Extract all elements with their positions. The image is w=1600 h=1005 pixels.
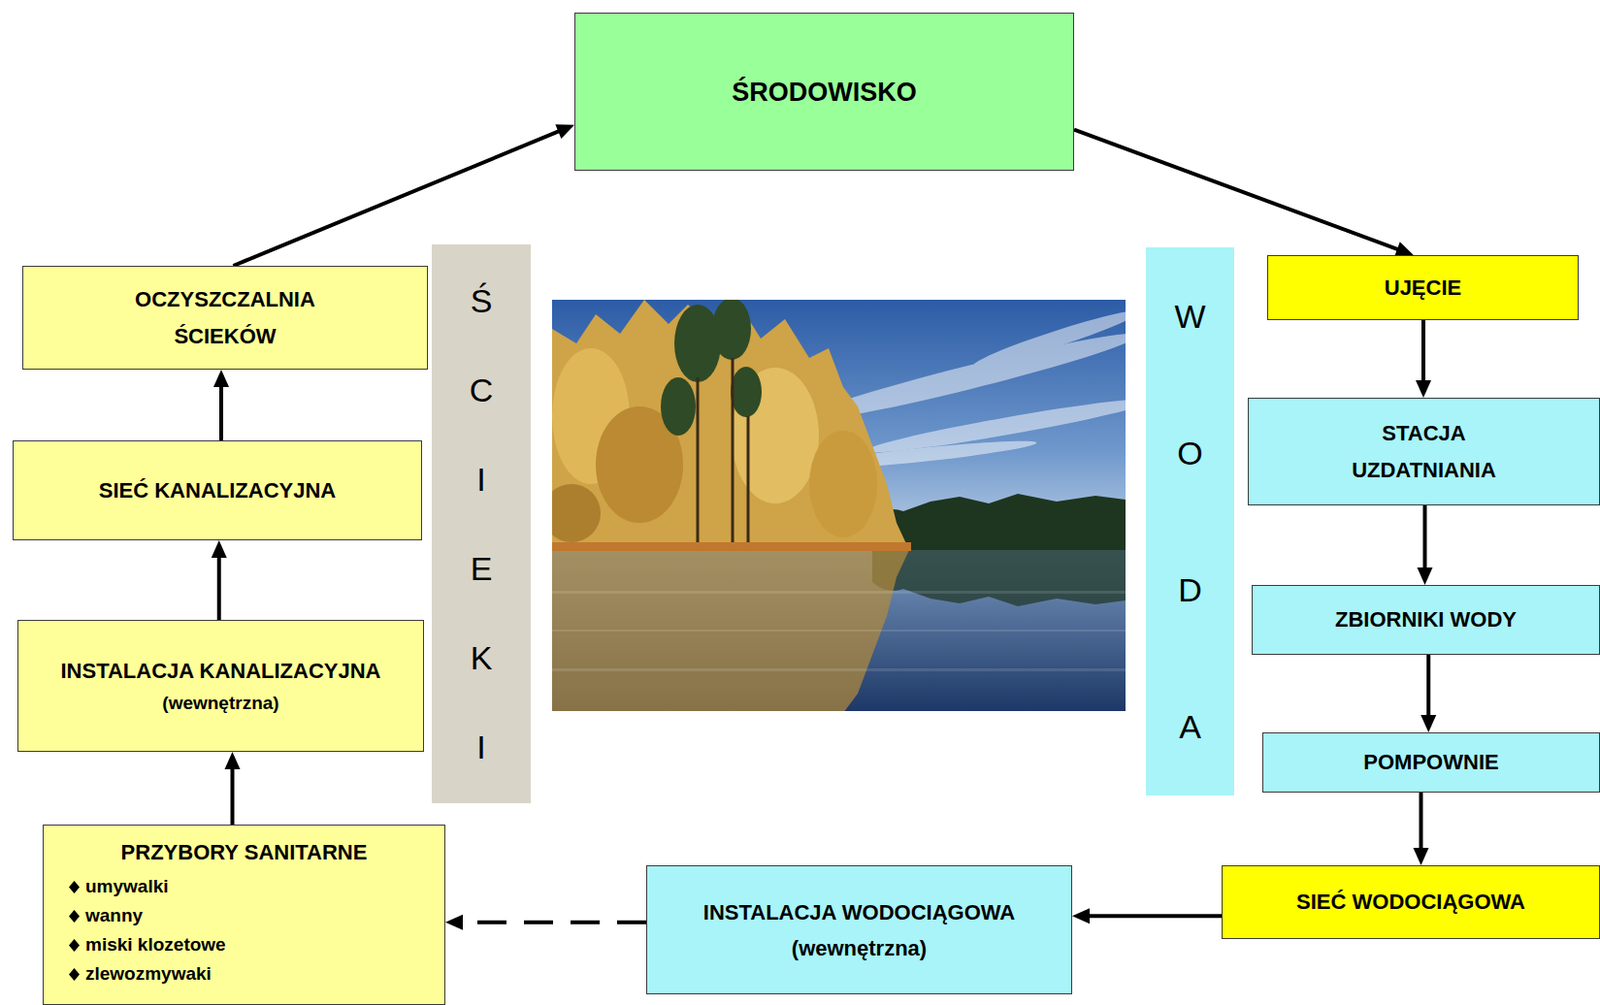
box-label: POMPOWNIE — [1363, 744, 1499, 782]
process-box: POMPOWNIE — [1262, 732, 1600, 793]
connector-line — [217, 555, 222, 621]
bullet-diamond — [68, 939, 80, 952]
bullet-diamond — [68, 910, 80, 923]
side-band: ŚCIEKI — [431, 244, 531, 804]
list-item: wanny — [85, 901, 143, 931]
list-item: zlewozmywaki — [85, 959, 212, 989]
flow-arrow — [1074, 130, 1414, 258]
list-item: umywalki — [85, 872, 169, 902]
process-box: UJĘCIE — [1267, 255, 1579, 321]
box-label: STACJA UZDATNIANIA — [1312, 415, 1536, 490]
flow-arrow — [213, 369, 229, 441]
lake-photo — [552, 299, 1126, 712]
band-letters: WODA — [1174, 248, 1208, 796]
box-label: INSTALACJA WODOCIĄGOWA — [703, 894, 1015, 932]
arrowhead — [1417, 567, 1434, 586]
arrowhead — [555, 124, 575, 139]
box-label: PRZYBORY SANITARNE — [53, 839, 435, 867]
connector-line — [230, 766, 235, 825]
arrowhead — [1072, 908, 1090, 924]
process-box: OCZYSZCZALNIA ŚCIEKÓW — [22, 265, 428, 370]
process-box: ZBIORNIKI WODY — [1251, 585, 1600, 655]
box-label: ŚRODOWISKO — [731, 73, 917, 111]
flow-arrow — [1417, 505, 1434, 586]
bullet-diamond — [68, 968, 80, 981]
band-letters: ŚCIEKI — [467, 256, 494, 792]
connector-line — [1421, 320, 1426, 384]
flow-arrow — [1415, 320, 1432, 398]
process-box: STACJA UZDATNIANIA — [1247, 397, 1600, 506]
connector-line — [1419, 792, 1424, 851]
arrowhead — [213, 369, 229, 388]
connector-line — [219, 384, 224, 441]
fixtures-box: PRZYBORY SANITARNE umywalkiwannymiski klo… — [42, 824, 446, 1005]
box-sublabel: (wewnętrzna) — [162, 688, 279, 719]
box-label: SIEĆ KANALIZACYJNA — [98, 472, 336, 510]
box-label: SIEĆ WODOCIĄGOWA — [1296, 883, 1526, 921]
flow-arrow — [1420, 654, 1437, 733]
arrowhead — [445, 914, 463, 931]
box-label: INSTALACJA KANALIZACYJNA — [61, 653, 382, 689]
bullet-diamond — [68, 881, 80, 894]
flow-arrow — [1413, 792, 1430, 866]
dashed-arrow — [445, 914, 647, 931]
arrowhead — [1415, 380, 1432, 398]
process-box: SIEĆ KANALIZACYJNA — [12, 440, 423, 541]
list-row: umywalki — [53, 872, 435, 902]
arrowhead — [211, 540, 228, 558]
flow-arrow — [211, 540, 228, 621]
process-box: INSTALACJA KANALIZACYJNA(wewnętrzna) — [17, 620, 425, 752]
box-sublabel: (wewnętrzna) — [791, 931, 927, 967]
connector-line — [459, 920, 647, 925]
list-item: miski klozetowe — [85, 930, 227, 960]
connector-line — [1086, 914, 1222, 918]
side-band: WODA — [1145, 247, 1235, 796]
connector-line — [1423, 505, 1428, 571]
arrowhead — [1413, 848, 1430, 866]
arrowhead — [1394, 241, 1414, 257]
process-box: SIEĆ WODOCIĄGOWA — [1221, 865, 1600, 940]
list-row: miski klozetowe — [53, 930, 435, 960]
arrowhead — [225, 751, 241, 770]
box-label: UJĘCIE — [1384, 269, 1462, 307]
flow-arrow — [225, 751, 241, 825]
list-row: zlewozmywaki — [53, 959, 435, 989]
box-label: ZBIORNIKI WODY — [1335, 601, 1517, 639]
arrowhead — [1420, 715, 1437, 733]
flow-arrow — [1072, 908, 1222, 924]
process-box: INSTALACJA WODOCIĄGOWA(wewnętrzna) — [646, 865, 1073, 995]
list-row: wanny — [53, 901, 435, 931]
box-label: OCZYSZCZALNIA ŚCIEKÓW — [98, 281, 352, 356]
environment-box: ŚRODOWISKO — [574, 12, 1075, 171]
connector-line — [1426, 654, 1431, 719]
connector-line — [1074, 130, 1401, 251]
